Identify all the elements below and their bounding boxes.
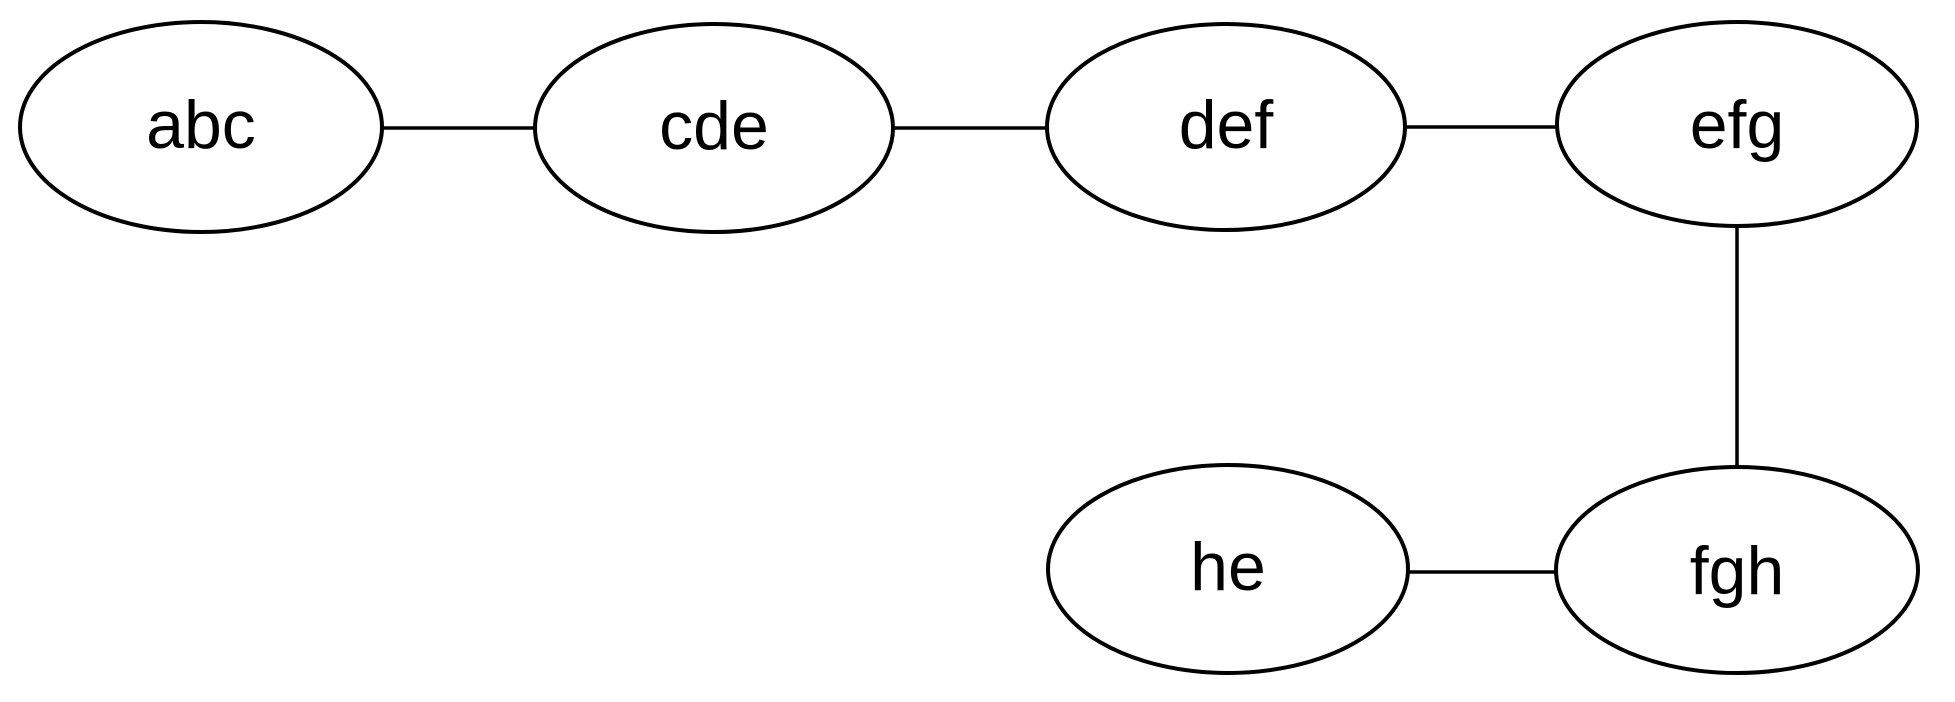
node-abc-shape[interactable] <box>18 20 384 234</box>
node-fgh-shape[interactable] <box>1554 465 1920 675</box>
node-def-shape[interactable] <box>1045 22 1407 232</box>
node-def-label: def <box>1179 87 1274 163</box>
node-cde-label: cde <box>659 88 769 164</box>
node-efg-shape[interactable] <box>1555 20 1919 228</box>
node-fgh[interactable]: fgh <box>1554 465 1920 675</box>
node-abc-label: abc <box>146 87 256 163</box>
edge-layer <box>382 125 1739 574</box>
node-efg-label: efg <box>1690 87 1785 163</box>
node-fgh-label: fgh <box>1690 533 1785 609</box>
node-cde[interactable]: cde <box>533 22 895 234</box>
node-he-label: he <box>1190 529 1266 605</box>
node-def[interactable]: def <box>1045 22 1407 232</box>
node-he[interactable]: he <box>1046 463 1410 675</box>
node-cde-shape[interactable] <box>533 22 895 234</box>
node-he-shape[interactable] <box>1046 463 1410 675</box>
node-abc[interactable]: abc <box>18 20 384 234</box>
node-efg[interactable]: efg <box>1555 20 1919 228</box>
